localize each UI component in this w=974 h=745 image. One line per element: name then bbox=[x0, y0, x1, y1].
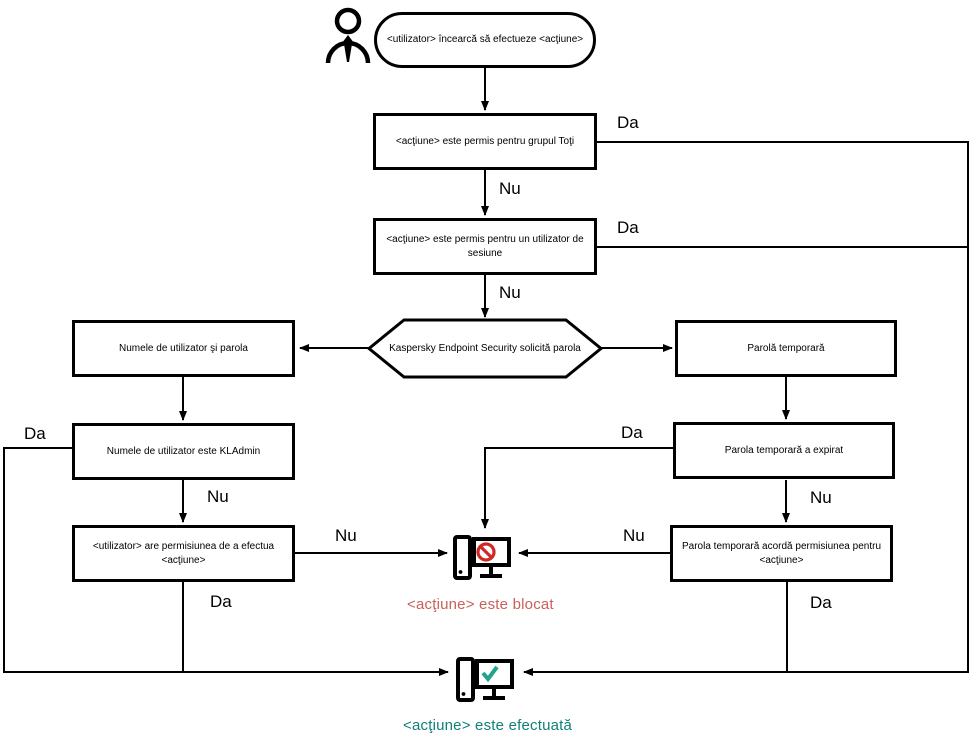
edge-label-no-allowed-everyone: Nu bbox=[499, 179, 521, 198]
edge-label-yes-allowed-everyone: Da bbox=[617, 113, 639, 132]
checkmark-icon bbox=[481, 665, 499, 683]
blocked-computer-icon bbox=[450, 531, 514, 588]
node-username-password-label: Numele de utilizator şi parola bbox=[119, 342, 248, 354]
node-user-has-permission: <utilizator> are permisiunea de a efectu… bbox=[72, 525, 295, 582]
action-performed-text: <acţiune> este efectuată bbox=[403, 717, 573, 734]
decision-hexagon bbox=[366, 318, 604, 379]
edge-label-no-session-user: Nu bbox=[499, 283, 521, 302]
edge-label-no-kladmin: Nu bbox=[207, 487, 229, 506]
user-icon bbox=[324, 6, 372, 69]
node-temp-password-grants: Parola temporară acordă permisiunea pent… bbox=[670, 525, 893, 582]
node-allowed-session-user: <acţiune> este permis pentru un utilizat… bbox=[373, 218, 597, 275]
node-kes-prompt: Kaspersky Endpoint Security solicită par… bbox=[374, 320, 596, 377]
node-kes-prompt-label: Kaspersky Endpoint Security solicită par… bbox=[389, 343, 581, 354]
node-user-has-permission-label: <utilizator> are permisiunea de a efectu… bbox=[92, 541, 275, 566]
node-allowed-everyone-label: <acţiune> este permis pentru grupul Toţi bbox=[395, 135, 575, 147]
node-allowed-session-user-label: <acţiune> este permis pentru un utilizat… bbox=[386, 234, 584, 259]
edge-label-yes-user-permission: Da bbox=[210, 592, 232, 611]
node-temp-password-label: Parolă temporară bbox=[747, 342, 825, 354]
node-username-kladmin: Numele de utilizator este KLAdmin bbox=[72, 423, 295, 480]
node-username-password: Numele de utilizator şi parola bbox=[72, 320, 295, 377]
edge-label-yes-session-user: Da bbox=[617, 218, 639, 237]
edge-label-no-expired: Nu bbox=[810, 488, 832, 507]
performed-computer-icon bbox=[453, 653, 517, 710]
node-allowed-everyone: <acţiune> este permis pentru grupul Toţi bbox=[373, 113, 597, 170]
node-start-label: <utilizator> încearcă să efectueze <acţi… bbox=[386, 34, 584, 46]
edge-label-yes-kladmin: Da bbox=[24, 424, 46, 443]
node-username-kladmin-label: Numele de utilizator este KLAdmin bbox=[106, 445, 261, 457]
action-blocked-text: <acţiune> este blocat bbox=[407, 596, 554, 613]
edge-label-no-user-permission: Nu bbox=[335, 526, 357, 545]
prohibition-icon bbox=[476, 542, 496, 562]
node-temp-password-expired-label: Parola temporară a expirat bbox=[724, 444, 844, 456]
node-temp-password-grants-label: Parola temporară acordă permisiunea pent… bbox=[682, 541, 881, 566]
edge-label-no-grants: Nu bbox=[623, 526, 645, 545]
node-temp-password-expired: Parola temporară a expirat bbox=[673, 422, 895, 479]
edge-label-yes-expired: Da bbox=[621, 423, 643, 442]
node-start: <utilizator> încearcă să efectueze <acţi… bbox=[374, 12, 596, 68]
node-temp-password: Parolă temporară bbox=[675, 320, 897, 377]
edge-label-yes-grants: Da bbox=[810, 593, 832, 612]
